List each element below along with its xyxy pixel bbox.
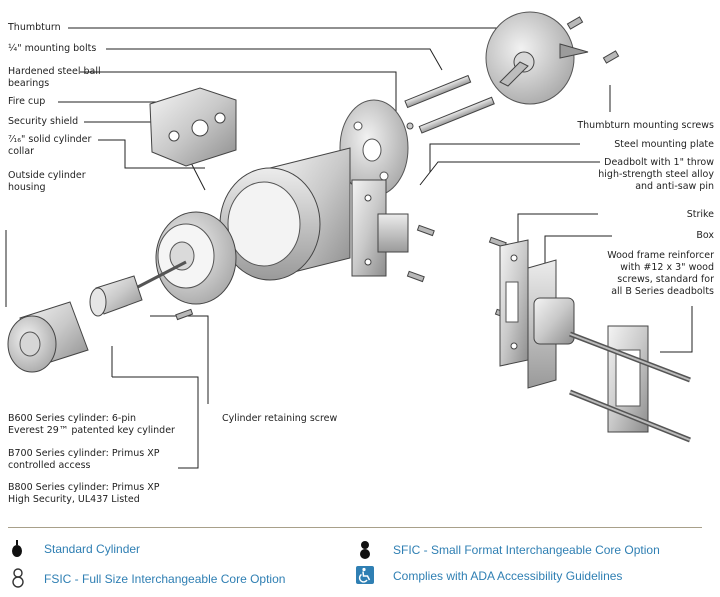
label-outside-housing-line1: Outside cylinder	[8, 170, 86, 181]
deadbolt-latch	[219, 147, 409, 281]
fire-cup	[149, 87, 237, 167]
label-reinforcer-line2: with #12 x 3" wood	[620, 262, 714, 273]
label-fire-cup: Fire cup	[8, 96, 46, 107]
label-thumbturn: Thumbturn	[8, 22, 61, 33]
strike-box	[527, 259, 575, 389]
label-outside-housing: Outside cylinder housing	[8, 170, 86, 194]
accessibility-icon	[356, 566, 374, 584]
label-b800-line1: B800 Series cylinder: Primus XP	[8, 482, 160, 493]
label-reinforcer-line3: screws, standard for	[617, 274, 714, 285]
label-b600-line2: Everest 29™ patented key cylinder	[8, 425, 175, 436]
label-b800-line2: High Security, UL437 Listed	[8, 494, 140, 505]
label-b600: B600 Series cylinder: 6-pin Everest 29™ …	[8, 413, 175, 437]
label-deadbolt: Deadbolt with 1" throw high-strength ste…	[598, 157, 714, 193]
thumbturn-screws	[566, 16, 620, 64]
label-ball-bearings-line2: bearings	[8, 78, 50, 89]
label-retaining-screw: Cylinder retaining screw	[222, 413, 338, 424]
cylinder-collar	[7, 301, 89, 373]
cylinder-retaining-screw	[175, 308, 194, 321]
steel-mounting-plate	[339, 99, 409, 197]
legend-fsic: FSIC - Full Size Interchangeable Core Op…	[44, 572, 286, 586]
label-b700-line2: controlled access	[8, 460, 91, 471]
label-cylinder-collar: ⁷⁄₁₆" solid cylinder collar	[8, 134, 91, 158]
wood-frame-reinforcer	[569, 325, 691, 443]
label-b700: B700 Series cylinder: Primus XP controll…	[8, 448, 159, 472]
standard-cylinder-icon	[12, 540, 22, 557]
label-security-shield: Security shield	[8, 116, 79, 127]
label-reinforcer-line4: all B Series deadbolts	[611, 286, 714, 297]
outside-cylinder-housing	[155, 211, 237, 305]
label-reinforcer: Wood frame reinforcer with #12 x 3" wood…	[607, 250, 714, 298]
label-b800: B800 Series cylinder: Primus XP High Sec…	[8, 482, 159, 506]
label-box: Box	[696, 230, 714, 241]
label-reinforcer-line1: Wood frame reinforcer	[607, 250, 714, 261]
label-deadbolt-line1: Deadbolt with 1" throw	[604, 157, 714, 168]
legend-divider	[8, 527, 702, 528]
legend-ada: Complies with ADA Accessibility Guidelin…	[393, 569, 623, 583]
label-thumbturn-screws: Thumbturn mounting screws	[577, 120, 714, 131]
label-strike: Strike	[686, 209, 714, 220]
legend-sfic: SFIC - Small Format Interchangeable Core…	[393, 543, 660, 557]
sfic-icon	[360, 541, 370, 559]
thumbturn-part	[485, 11, 589, 105]
cylinder-plug	[89, 260, 187, 317]
label-b600-line1: B600 Series cylinder: 6-pin	[8, 413, 137, 424]
label-outside-housing-line2: housing	[8, 182, 46, 193]
fsic-icon	[12, 568, 24, 588]
label-ball-bearings: Hardened steel ball bearings	[8, 66, 101, 90]
label-cylinder-collar-line2: collar	[8, 146, 35, 157]
label-b700-line1: B700 Series cylinder: Primus XP	[8, 448, 160, 459]
latch-screws	[406, 224, 513, 321]
label-cylinder-collar-line1: ⁷⁄₁₆" solid cylinder	[8, 134, 92, 145]
label-mounting-plate: Steel mounting plate	[614, 139, 714, 150]
label-deadbolt-line2: high-strength steel alloy	[598, 169, 714, 180]
legend-standard-cylinder: Standard Cylinder	[44, 542, 141, 556]
strike-plate	[499, 239, 529, 367]
label-deadbolt-line3: and anti-saw pin	[635, 181, 714, 192]
mounting-bolts	[394, 74, 495, 134]
label-ball-bearings-line1: Hardened steel ball	[8, 66, 101, 77]
label-mounting-bolts: ¼" mounting bolts	[8, 43, 97, 54]
